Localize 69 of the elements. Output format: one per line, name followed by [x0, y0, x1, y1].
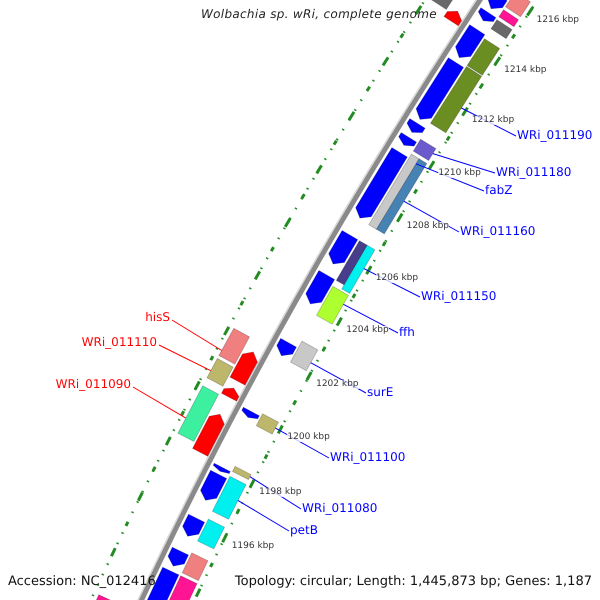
gene-block: [487, 0, 508, 10]
scale-label: 1202 kbp: [316, 380, 358, 389]
gene-block: [355, 147, 408, 219]
gene-label: WRi_011150: [421, 290, 496, 302]
leader-line: [237, 500, 290, 532]
gene-block: [328, 230, 358, 264]
gene-bar: [232, 466, 252, 480]
gene-bar: [412, 138, 436, 162]
gene-bar: [206, 358, 234, 387]
gene-bar: [376, 158, 428, 234]
gene-block: [416, 57, 464, 120]
gene-label: WRi_011180: [496, 166, 572, 178]
map-title: Wolbachia sp. wRi, complete genome: [201, 8, 437, 20]
scale-label: 1216 kbp: [536, 16, 579, 25]
leader-line: [403, 200, 460, 232]
gene-block: [182, 514, 206, 537]
gene-label: petB: [290, 524, 318, 536]
gene-block: [406, 118, 426, 133]
gene-block: [229, 352, 258, 386]
gene-block: [305, 270, 336, 304]
gene-bar: [504, 0, 531, 18]
gene-bar: [256, 413, 280, 435]
scale-label: 1212 kbp: [472, 116, 514, 125]
gene-label: WRi_011090: [56, 378, 131, 390]
genome-info-text: Topology: circular; Length: 1,445,873 bp; Genes: 1,187: [234, 575, 592, 588]
gene-label: ffh: [399, 326, 415, 338]
gene-label: hisS: [145, 311, 170, 323]
gene-block: [398, 132, 418, 147]
gene-bar: [341, 244, 376, 294]
gene-block: [455, 24, 486, 58]
leader-line: [172, 320, 222, 351]
gene-bar: [290, 340, 318, 372]
scale-label: 1214 kbp: [504, 66, 546, 74]
gene-block: [276, 338, 297, 356]
leader-line: [342, 304, 398, 334]
scale-label: 1198 kbp: [259, 488, 302, 496]
gene-bar: [182, 552, 208, 582]
gene-bar: [197, 518, 226, 550]
gene-bar: [498, 9, 520, 28]
gene-label: WRi_011080: [302, 502, 378, 514]
gene-label: WRi_011100: [330, 451, 406, 463]
gene-bar: [336, 240, 368, 286]
gene-block: [443, 10, 462, 26]
gene-bar: [490, 19, 513, 40]
gene-bar: [466, 38, 500, 76]
gene-label: WRi_011190: [517, 129, 592, 141]
gene-bar: [218, 328, 250, 365]
scale-label: 1208 kbp: [406, 222, 449, 231]
leader-line: [132, 386, 186, 419]
scale-label: 1200 kbp: [287, 433, 330, 442]
gene-label: WRi_011160: [460, 225, 536, 237]
scale-label: 1204 kbp: [346, 326, 389, 334]
gene-block: [168, 546, 190, 567]
gene-bar: [177, 385, 220, 442]
gene-label: fabZ: [485, 184, 512, 196]
gene-label: surE: [367, 386, 394, 398]
leader-line: [432, 153, 496, 174]
gene-bar: [212, 476, 247, 520]
gene-block: [220, 388, 240, 402]
gene-block: [478, 7, 496, 22]
scale-label: 1206 kbp: [376, 274, 418, 284]
gene-block: [192, 414, 225, 457]
scale-label: 1196 kbp: [232, 542, 274, 551]
gene-label: WRi_011110: [82, 336, 157, 348]
gene-block: [241, 406, 260, 420]
accession-text: Accession: NC_012416: [8, 575, 156, 588]
leader-line: [158, 344, 212, 372]
scale-label: 1210 kbp: [438, 169, 481, 178]
gene-bar: [316, 286, 350, 325]
